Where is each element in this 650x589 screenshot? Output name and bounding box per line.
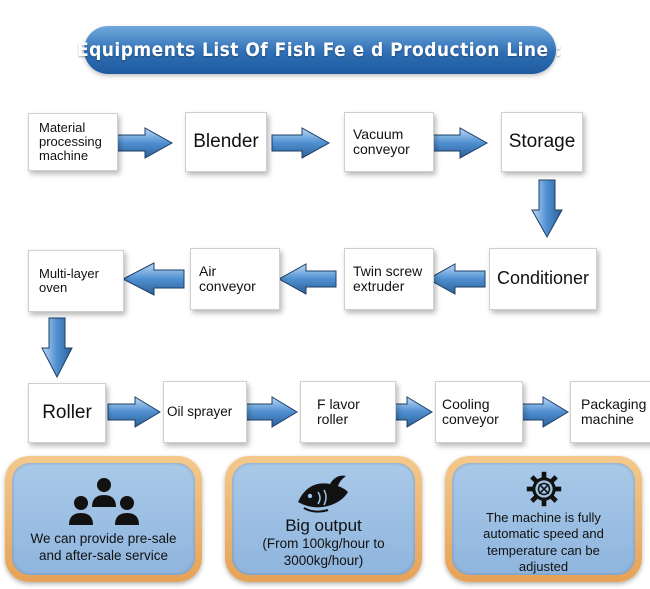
output-title: Big output — [285, 516, 362, 535]
step-roller: Roller — [28, 383, 106, 443]
arrow-down-1 — [531, 179, 563, 239]
output-subtitle: (From 100kg/hour to 3000kg/hour) — [262, 536, 385, 569]
step-flavor-roller: F lavor roller — [300, 381, 396, 443]
automatic-text: The machine is fully automatic speed and… — [483, 510, 604, 574]
arrow-right-4 — [107, 396, 161, 428]
arrow-left-3 — [121, 262, 185, 296]
arrow-right-3 — [429, 127, 489, 159]
arrow-right-2 — [271, 127, 331, 159]
step-material-processing: Material processing machine — [28, 113, 118, 171]
arrow-right-1 — [114, 127, 174, 159]
title-banner: Equipments List Of Fish Fe e d Productio… — [77, 26, 562, 74]
arrow-down-2 — [41, 317, 73, 379]
fish-icon — [297, 475, 348, 513]
gear-icon — [526, 471, 561, 507]
step-storage: Storage — [501, 112, 583, 172]
arrow-left-1 — [426, 263, 486, 295]
step-cooling-conveyor: Cooling conveyor — [435, 381, 523, 443]
step-air-conveyor: Air conveyor — [190, 248, 280, 310]
arrow-left-2 — [277, 263, 337, 295]
step-twin-screw-extruder: Twin screw extruder — [344, 248, 434, 310]
arrow-right-5 — [244, 396, 298, 428]
feature-card-service: We can provide pre-sale and after-sale s… — [5, 456, 202, 582]
step-oil-sprayer: Oil sprayer — [163, 381, 247, 443]
step-packaging-machine: Packaging machine — [570, 381, 650, 443]
feature-card-output: Big output (From 100kg/hour to 3000kg/ho… — [225, 456, 422, 582]
arrow-right-7 — [515, 396, 569, 428]
service-text: We can provide pre-sale and after-sale s… — [30, 531, 177, 563]
step-vacuum-conveyor: Vacuum conveyor — [344, 112, 434, 172]
feature-card-automatic: The machine is fully automatic speed and… — [445, 456, 642, 582]
step-blender: Blender — [185, 112, 267, 172]
step-multi-layer-oven: Multi-layer oven — [28, 250, 124, 312]
people-group-icon — [68, 478, 139, 525]
step-conditioner: Conditioner — [489, 248, 597, 310]
page-title: Equipments List Of Fish Fe e d Productio… — [77, 39, 563, 61]
